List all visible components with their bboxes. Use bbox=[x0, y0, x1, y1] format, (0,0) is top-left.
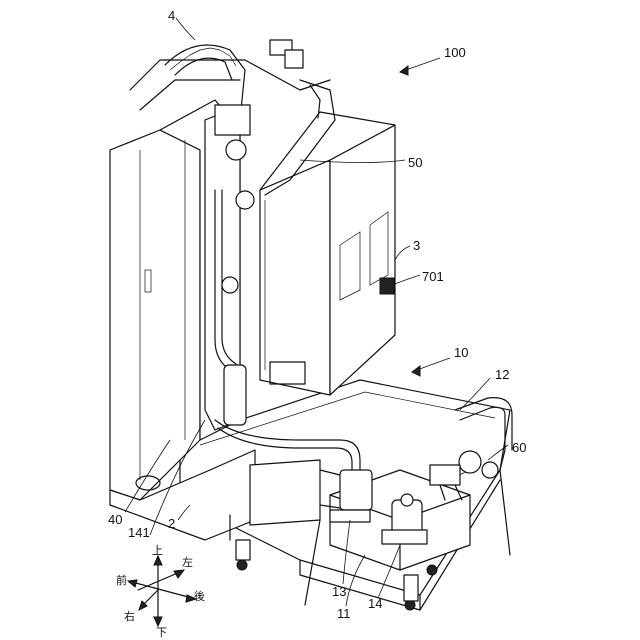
label-701: 701 bbox=[422, 269, 444, 284]
orientation-indicator: 上 左 前 後 右 下 bbox=[116, 544, 205, 639]
axis-left: 左 bbox=[182, 556, 193, 569]
axis-right: 右 bbox=[124, 609, 135, 623]
axis-down: 下 bbox=[156, 626, 167, 639]
label-13: 13 bbox=[332, 584, 346, 599]
label-14: 14 bbox=[368, 596, 382, 611]
label-141: 141 bbox=[128, 525, 150, 540]
label-100: 100 bbox=[444, 45, 466, 60]
pump bbox=[250, 460, 372, 525]
label-10: 10 bbox=[454, 345, 468, 360]
axis-front: 前 bbox=[116, 573, 127, 587]
label-12: 12 bbox=[495, 367, 509, 382]
label-40: 40 bbox=[108, 512, 122, 527]
axis-back: 後 bbox=[194, 589, 205, 603]
label-60: 60 bbox=[512, 440, 526, 455]
label-2: 2 bbox=[168, 516, 175, 531]
label-3: 3 bbox=[413, 238, 420, 253]
label-50: 50 bbox=[408, 155, 422, 170]
label-4: 4 bbox=[168, 8, 175, 23]
axis-up: 上 bbox=[152, 544, 163, 557]
control-box bbox=[260, 112, 395, 395]
label-11: 11 bbox=[337, 606, 351, 621]
